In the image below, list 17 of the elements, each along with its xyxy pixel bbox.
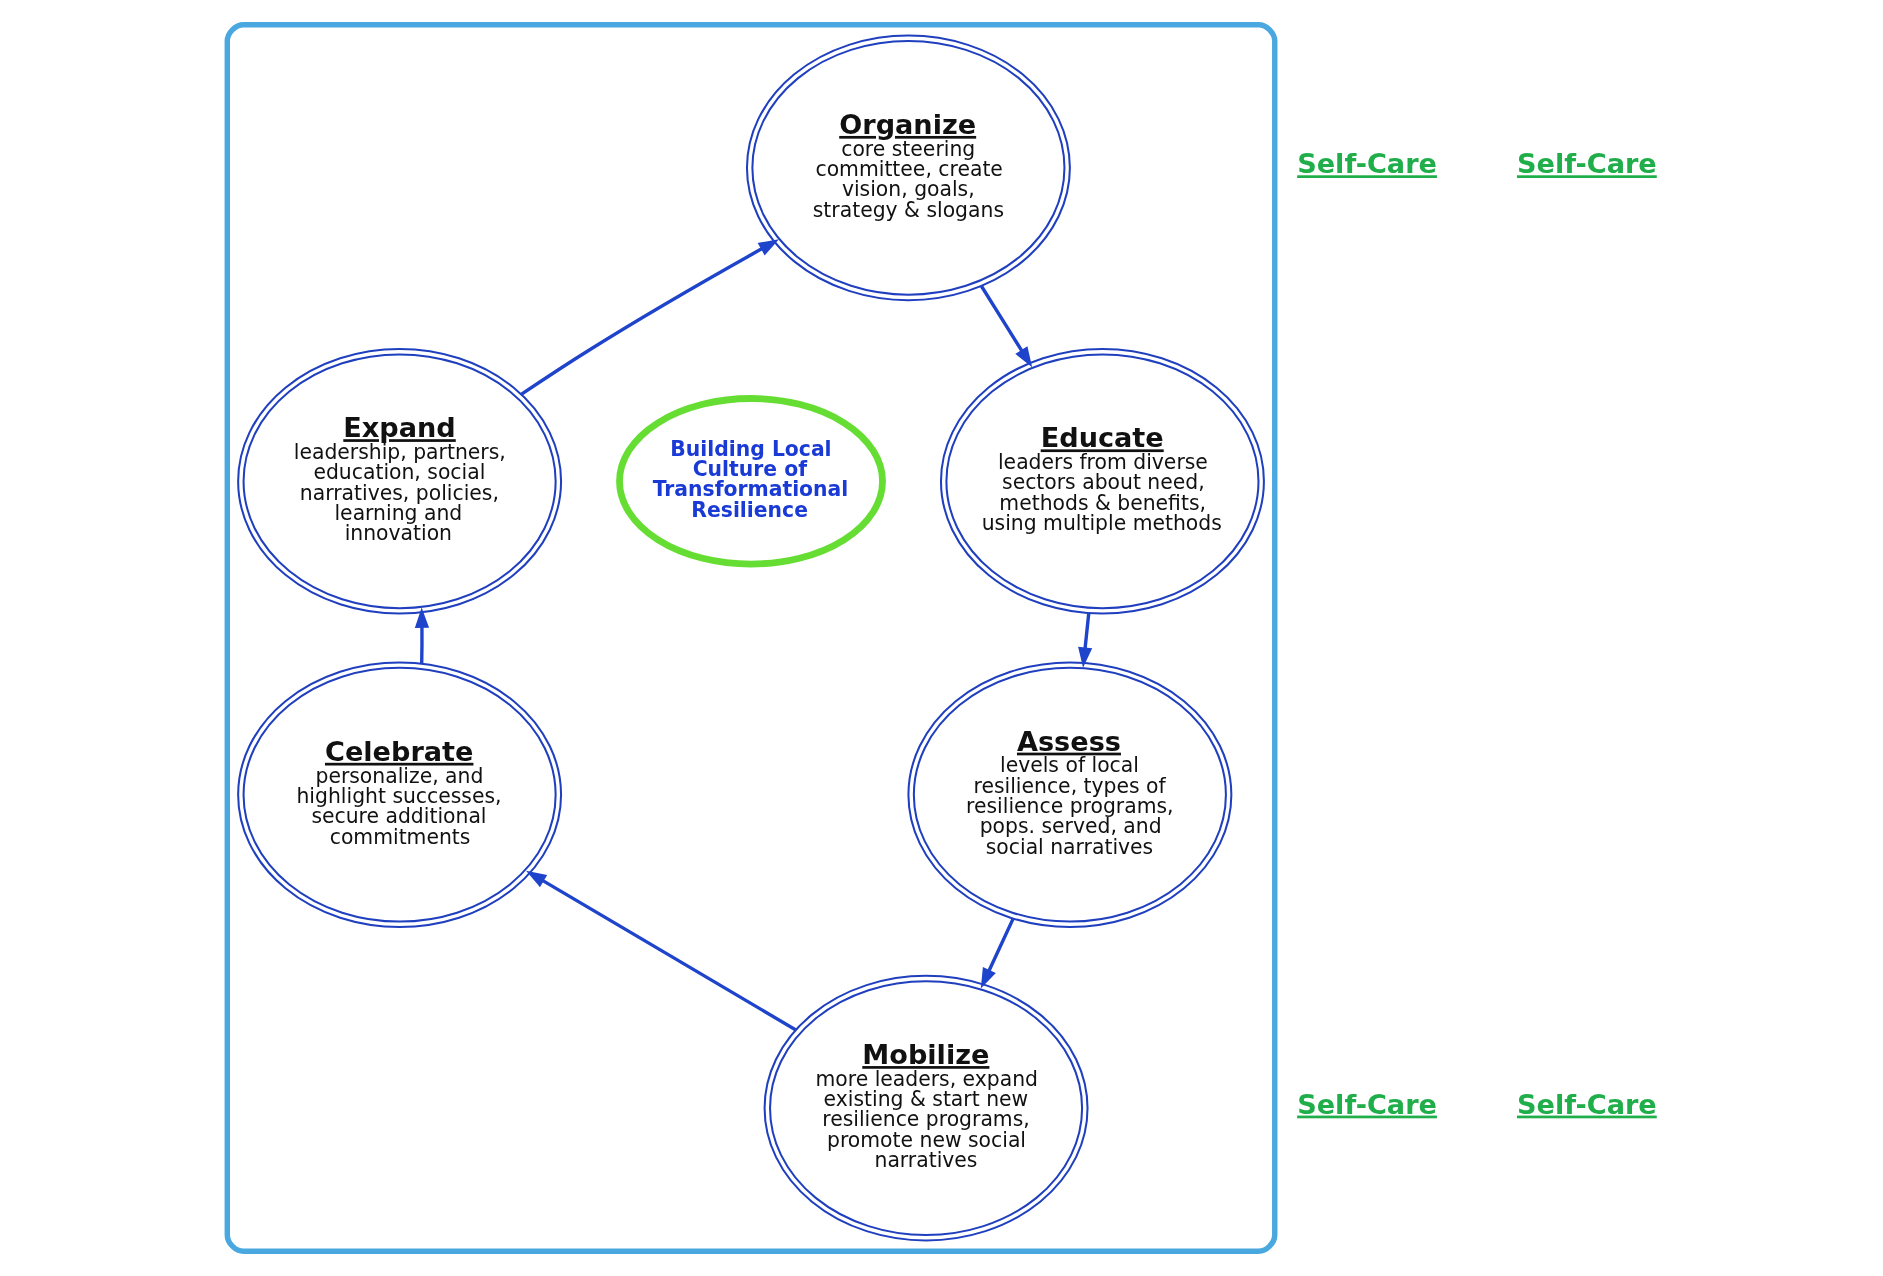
label: Self-Care <box>1516 1088 1657 1120</box>
arrow <box>979 285 1032 368</box>
label: Self-Care <box>1296 1088 1437 1120</box>
label: Self-Care <box>1296 148 1437 180</box>
node-ellipse: Celebrate personalize, and highlight successes, secure additional commitments <box>236 661 562 929</box>
arrow <box>414 607 429 664</box>
node-ellipse: Mobilize more leaders, expand existing & start new resilience programs, promote new social narratives <box>763 974 1089 1242</box>
cluster <box>224 22 1277 1254</box>
arrow <box>980 918 1015 989</box>
node-ellipse: Organize core steering committee, create vision, goals, strategy & slogans <box>745 34 1071 302</box>
node-ellipse: Expand leadership, partners, education, social narratives, policies, learning and innovation <box>236 347 562 615</box>
arrow <box>1077 613 1092 668</box>
arrow <box>525 870 796 1032</box>
label: Self-Care <box>1516 148 1657 180</box>
arrow <box>520 239 779 396</box>
node-ellipse: Building Local Culture of Transformational Resilience <box>615 395 886 568</box>
node-ellipse: Assess levels of local resilience, types of resilience programs, pops. served, and social narratives <box>906 661 1232 929</box>
